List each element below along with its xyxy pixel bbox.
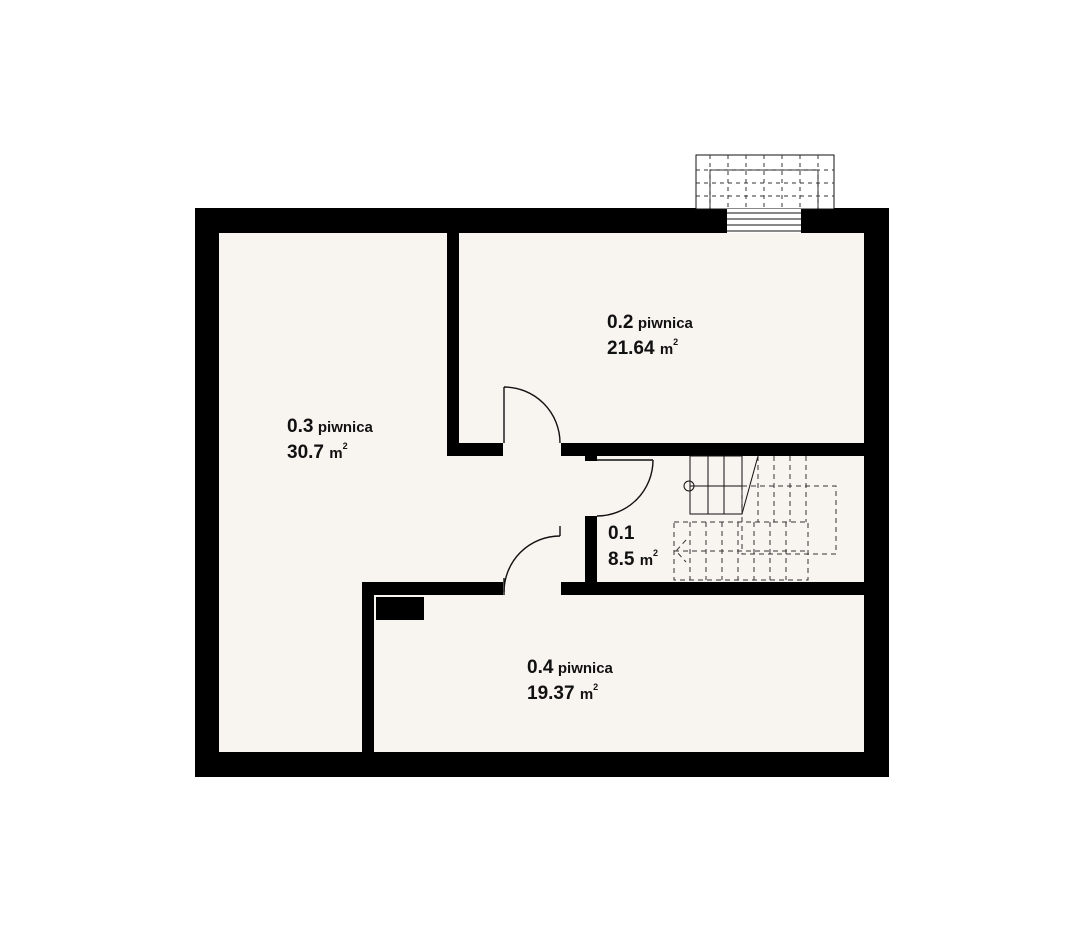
door-swing-0.2 (503, 386, 561, 444)
room-label-0.2: 0.2 piwnica 21.64 m2 (607, 313, 693, 358)
room-label-0.1: 0.1 8.5 m2 (608, 524, 658, 569)
window-well-grid (696, 155, 834, 209)
room-0.1-floor (597, 456, 864, 582)
stairs (683, 455, 759, 515)
room-name: piwnica (557, 660, 613, 677)
door-opening-0.1 (585, 461, 597, 516)
room-name: piwnica (637, 315, 693, 332)
room-0.2-floor (459, 233, 864, 443)
door-opening-0.4 (503, 582, 561, 595)
room-area: 21.64 m2 (607, 337, 679, 359)
room-area: 8.5 m2 (608, 548, 659, 570)
door-swing-0.4 (503, 526, 561, 595)
room-number: 0.3 (287, 416, 314, 437)
stairs-dashed (673, 456, 837, 581)
room-0.4-floor (374, 595, 864, 752)
room-number: 0.2 (607, 312, 634, 333)
room-area: 19.37 m2 (527, 682, 599, 704)
equipment-block (376, 597, 424, 620)
room-0.3-floor (219, 233, 585, 752)
room-number: 0.1 (608, 523, 635, 544)
door-swing-0.1 (596, 459, 654, 517)
room-area: 30.7 m2 (287, 441, 348, 463)
room-label-0.4: 0.4 piwnica 19.37 m2 (527, 658, 613, 703)
room-number: 0.4 (527, 657, 554, 678)
opening-0.3-0.4 (374, 582, 503, 595)
window-well (695, 154, 835, 233)
room-name: piwnica (317, 419, 373, 436)
room-label-0.3: 0.3 piwnica 30.7 m2 (287, 417, 373, 462)
door-opening-0.2 (503, 443, 561, 456)
